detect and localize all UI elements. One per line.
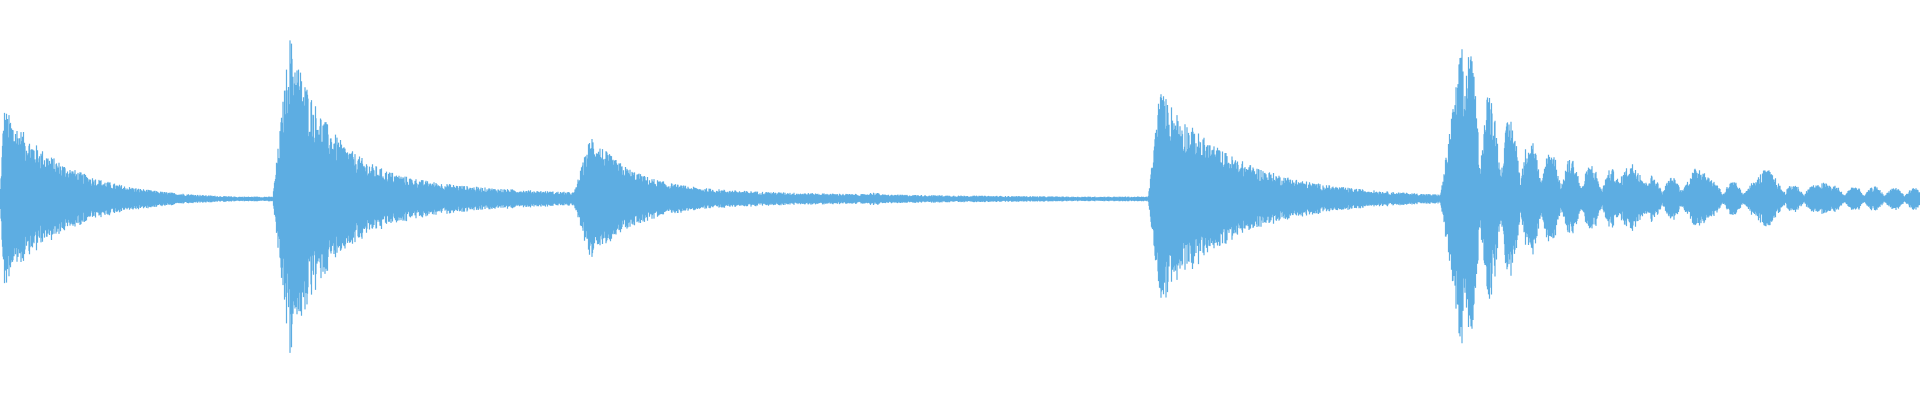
waveform-trace [0,40,1920,353]
